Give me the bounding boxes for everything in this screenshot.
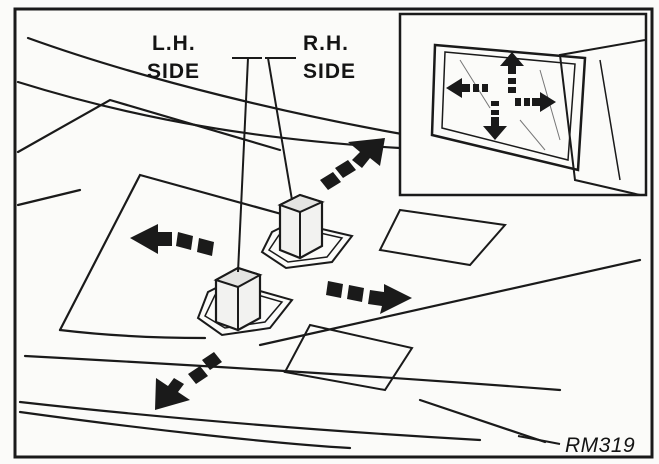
- lh-side-label-line1: L.H.: [152, 32, 196, 55]
- figure-code: RM319: [565, 434, 635, 457]
- console-recesses: [283, 208, 507, 392]
- figure-frame: [13, 7, 654, 459]
- switch-direction-arrows: [130, 138, 412, 410]
- rh-side-label-line2: SIDE: [303, 60, 356, 83]
- lh-mirror-switch: [196, 266, 294, 337]
- lh-side-label-line2: SIDE: [147, 60, 200, 83]
- mirror-adjust-arrows: [446, 52, 556, 140]
- rh-mirror-switch: [260, 193, 354, 270]
- mirror-inset: [398, 12, 648, 197]
- label-leaders: [232, 57, 561, 445]
- console-body-lines: [16, 36, 642, 450]
- rh-side-label-line1: R.H.: [303, 32, 349, 55]
